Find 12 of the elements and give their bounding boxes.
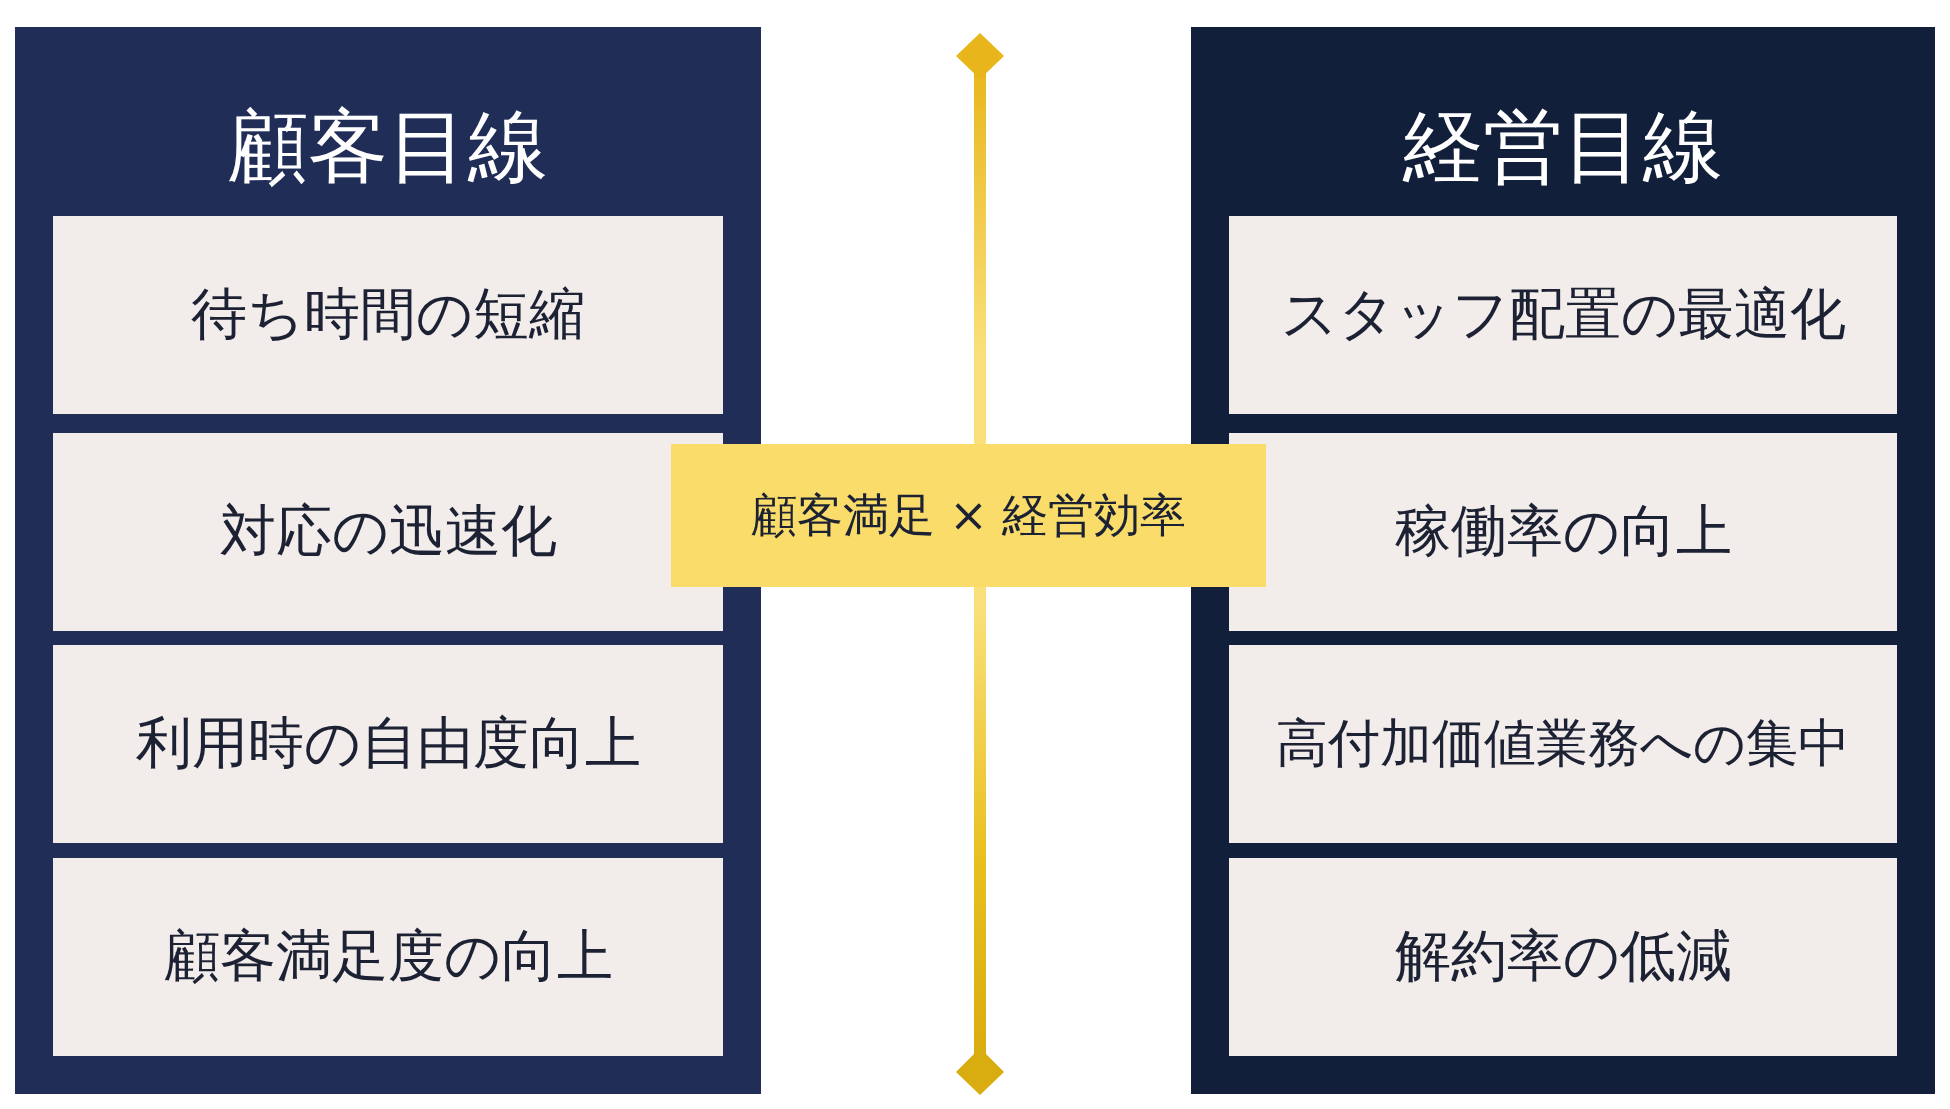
item-box: 待ち時間の短縮 bbox=[53, 216, 723, 414]
item-box: 利用時の自由度向上 bbox=[53, 645, 723, 843]
column-panel bbox=[1191, 27, 1935, 1094]
item-box: 高付加価値業務への集中 bbox=[1229, 645, 1897, 843]
panel-title: 顧客目線 bbox=[227, 99, 549, 195]
item-box: スタッフ配置の最適化 bbox=[1229, 216, 1897, 414]
item-box: 稼働率の向上 bbox=[1229, 433, 1897, 631]
item-box: 解約率の低減 bbox=[1229, 858, 1897, 1056]
center-label-box: 顧客満足 × 経営効率 bbox=[671, 444, 1266, 587]
panel-title: 経営目線 bbox=[1401, 99, 1724, 195]
item-box: 顧客満足度の向上 bbox=[53, 858, 723, 1056]
item-box: 対応の迅速化 bbox=[53, 433, 723, 631]
